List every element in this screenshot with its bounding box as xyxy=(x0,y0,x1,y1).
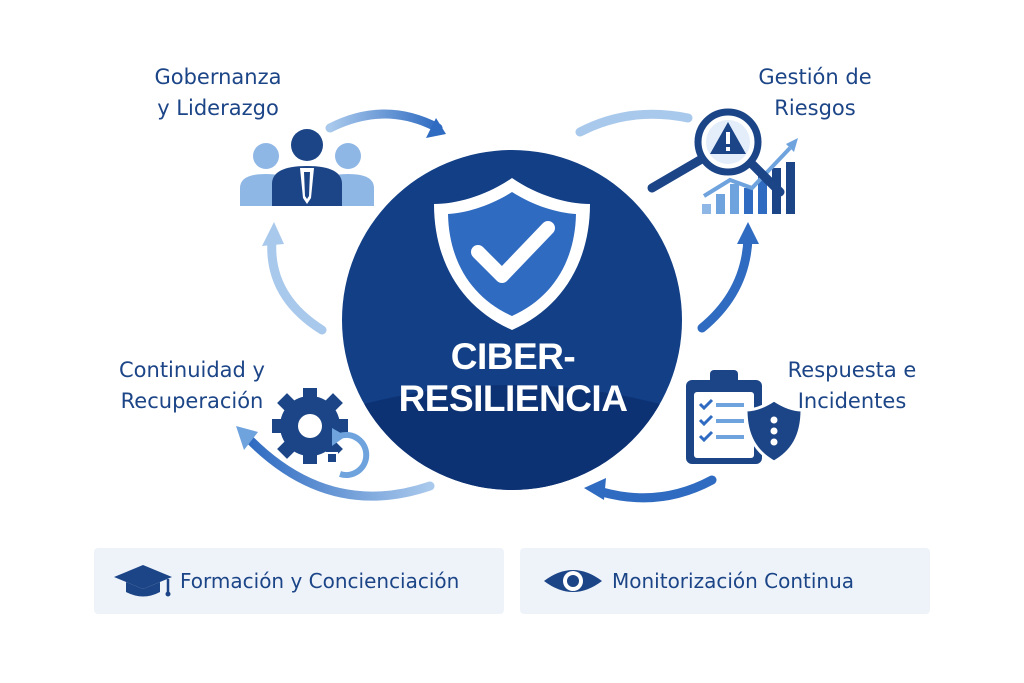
cycle-arrow-center-to-continuity xyxy=(236,426,435,501)
gear-recovery-icon xyxy=(272,388,370,478)
training-card: Formación y Concienciación xyxy=(94,548,504,614)
risk-magnifier-chart-icon xyxy=(647,108,798,214)
label-continuity: Continuidad y Recuperación xyxy=(92,355,292,417)
graduation-cap-icon xyxy=(114,565,172,597)
eye-icon xyxy=(544,570,602,592)
shield-check-icon xyxy=(434,178,590,330)
cycle-arrow-gov-to-center xyxy=(325,109,446,138)
cycle-arrow-center-to-risk xyxy=(575,109,693,137)
training-label: Formación y Concienciación xyxy=(180,569,460,593)
team-leader-icon xyxy=(240,129,374,206)
label-risk-line-2: Riesgos xyxy=(774,96,856,120)
label-governance-line-2: y Liderazgo xyxy=(157,96,279,120)
label-continuity-line-1: Continuidad y xyxy=(119,358,265,382)
monitoring-label: Monitorización Continua xyxy=(612,569,855,593)
label-governance-line-1: Gobernanza xyxy=(154,65,282,89)
label-response: Respuesta e Incidentes xyxy=(772,355,932,417)
cycle-arrow-risk-to-response xyxy=(697,222,759,333)
label-risk-line-1: Gestión de xyxy=(758,65,872,89)
label-response-line-1: Respuesta e xyxy=(787,358,917,382)
cycle-arrow-continuity-to-gov xyxy=(262,222,327,335)
cycle-arrow-response-to-center xyxy=(584,475,717,503)
clipboard-shield-icon xyxy=(686,370,804,464)
monitoring-card: Monitorización Continua xyxy=(520,548,930,614)
label-continuity-line-2: Recuperación xyxy=(120,389,264,413)
center-title: CIBER-RESILIENCIA xyxy=(398,336,628,419)
label-response-line-2: Incidentes xyxy=(797,389,907,413)
label-risk: Gestión de Riesgos xyxy=(725,62,905,124)
label-governance: Gobernanza y Liderazgo xyxy=(128,62,308,124)
